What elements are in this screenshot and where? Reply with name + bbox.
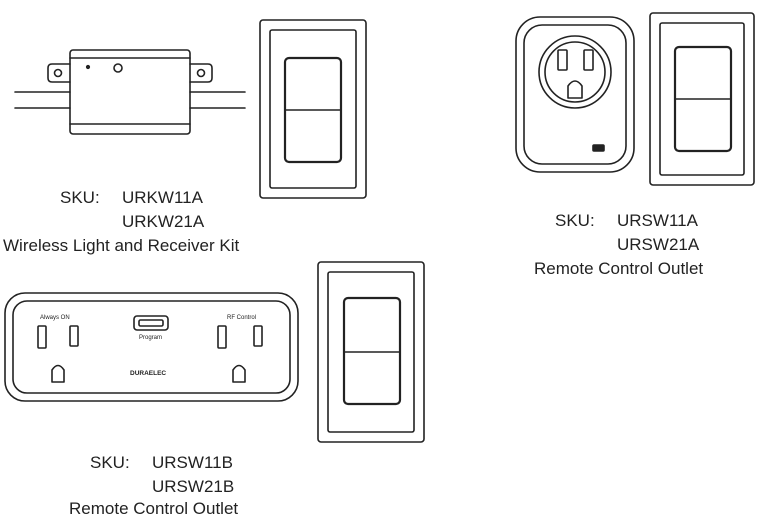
kit-description: Remote Control Outlet [69, 499, 239, 518]
sku-label: SKU: [555, 211, 595, 230]
sku-code: URSW11A [617, 211, 698, 230]
sku-label: SKU: [90, 453, 130, 472]
sku-code: URSW21B [152, 477, 235, 496]
sku-code: URSW21A [617, 235, 700, 254]
plug-in-outlet-icon [515, 16, 635, 173]
wall-switch-icon [649, 12, 755, 186]
wall-switch-icon [317, 261, 425, 443]
kit-description: Remote Control Outlet [534, 259, 704, 278]
sku-code: URKW11A [122, 188, 203, 207]
strip-rf-control-label: RF Control [227, 315, 256, 321]
kit-description: Wireless Light and Receiver Kit [3, 236, 240, 255]
sku-code: URSW11B [152, 453, 233, 472]
wall-switch-icon [259, 19, 367, 199]
kit-caption-receiver: SKU: URKW11A URKW21A Wireless Light and … [0, 0, 239, 255]
strip-program-label: Program [139, 335, 162, 341]
sku-label: SKU: [60, 188, 100, 207]
receiver-module-icon [14, 49, 246, 135]
strip-brand-label: DURAELEC [130, 370, 166, 377]
power-strip-icon [4, 292, 299, 402]
strip-always-on-label: Always ON [40, 315, 70, 321]
kit-caption-power-strip: SKU: URSW11B URSW21B Remote Control Outl… [0, 0, 238, 518]
kit-caption-plug-outlet: SKU: URSW11A URSW21A Remote Control Outl… [0, 0, 703, 278]
sku-code: URKW21A [122, 212, 205, 231]
